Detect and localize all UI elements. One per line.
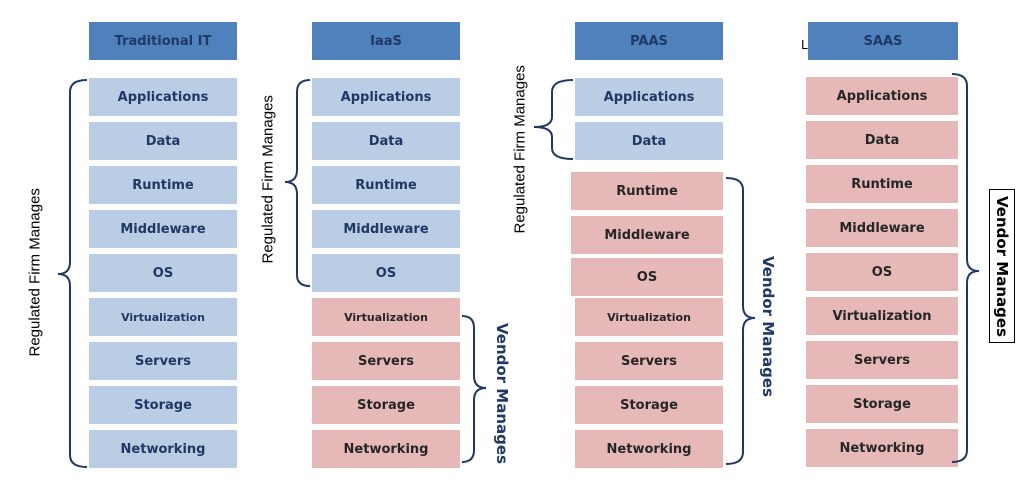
vendor-label-iaas: Vendor Manages <box>493 323 511 464</box>
regulated-firm-label-paas: Regulated Firm Manages <box>511 65 529 234</box>
layer-runtime: Runtime <box>312 166 460 204</box>
vendor-label-paas: Vendor Manages <box>759 256 777 397</box>
layer-applications: Applications <box>312 78 460 116</box>
header-saas: SAAS <box>808 22 958 60</box>
layer-runtime: Runtime <box>89 166 237 204</box>
vendor-label-saas: Vendor Manages <box>989 189 1015 343</box>
layer-os: OS <box>89 254 237 292</box>
bracket-saas-vendor <box>951 73 980 463</box>
layer-servers: Servers <box>575 342 723 380</box>
layer-os: OS <box>312 254 460 292</box>
layer-os: OS <box>806 253 958 291</box>
layer-middleware: Middleware <box>571 216 723 254</box>
layer-data: Data <box>575 122 723 160</box>
layer-storage: Storage <box>89 386 237 424</box>
header-iaas: IaaS <box>312 22 460 60</box>
layer-runtime: Runtime <box>806 165 958 203</box>
layer-networking: Networking <box>575 430 723 468</box>
layer-data: Data <box>806 121 958 159</box>
layer-data: Data <box>312 122 460 160</box>
bracket-paas-firm <box>533 79 574 160</box>
layer-applications: Applications <box>575 78 723 116</box>
layer-storage: Storage <box>575 386 723 424</box>
layer-os: OS <box>571 258 723 296</box>
bracket-iaas-vendor <box>461 315 487 463</box>
layer-servers: Servers <box>312 342 460 380</box>
regulated-firm-label-traditional: Regulated Firm Manages <box>26 188 44 357</box>
layer-virtualization: Virtualization <box>89 298 237 336</box>
bracket-iaas-firm <box>284 79 311 287</box>
regulated-firm-label-iaas: Regulated Firm Manages <box>259 95 277 264</box>
layer-applications: Applications <box>806 77 958 115</box>
layer-applications: Applications <box>89 78 237 116</box>
layer-virtualization: Virtualization <box>575 298 723 336</box>
layer-middleware: Middleware <box>312 210 460 248</box>
layer-virtualization: Virtualization <box>312 298 460 336</box>
layer-networking: Networking <box>806 429 958 467</box>
bracket-paas-vendor <box>725 177 756 465</box>
layer-middleware: Middleware <box>89 210 237 248</box>
layer-networking: Networking <box>312 430 460 468</box>
layer-storage: Storage <box>806 385 958 423</box>
header-paas: PAAS <box>575 22 723 60</box>
layer-data: Data <box>89 122 237 160</box>
layer-middleware: Middleware <box>806 209 958 247</box>
bracket-traditional-firm <box>57 79 88 468</box>
stray-mark: L <box>801 38 808 52</box>
layer-storage: Storage <box>312 386 460 424</box>
layer-servers: Servers <box>806 341 958 379</box>
header-traditional-it: Traditional IT <box>89 22 237 60</box>
layer-networking: Networking <box>89 430 237 468</box>
layer-runtime: Runtime <box>571 172 723 210</box>
layer-servers: Servers <box>89 342 237 380</box>
layer-virtualization: Virtualization <box>806 297 958 335</box>
